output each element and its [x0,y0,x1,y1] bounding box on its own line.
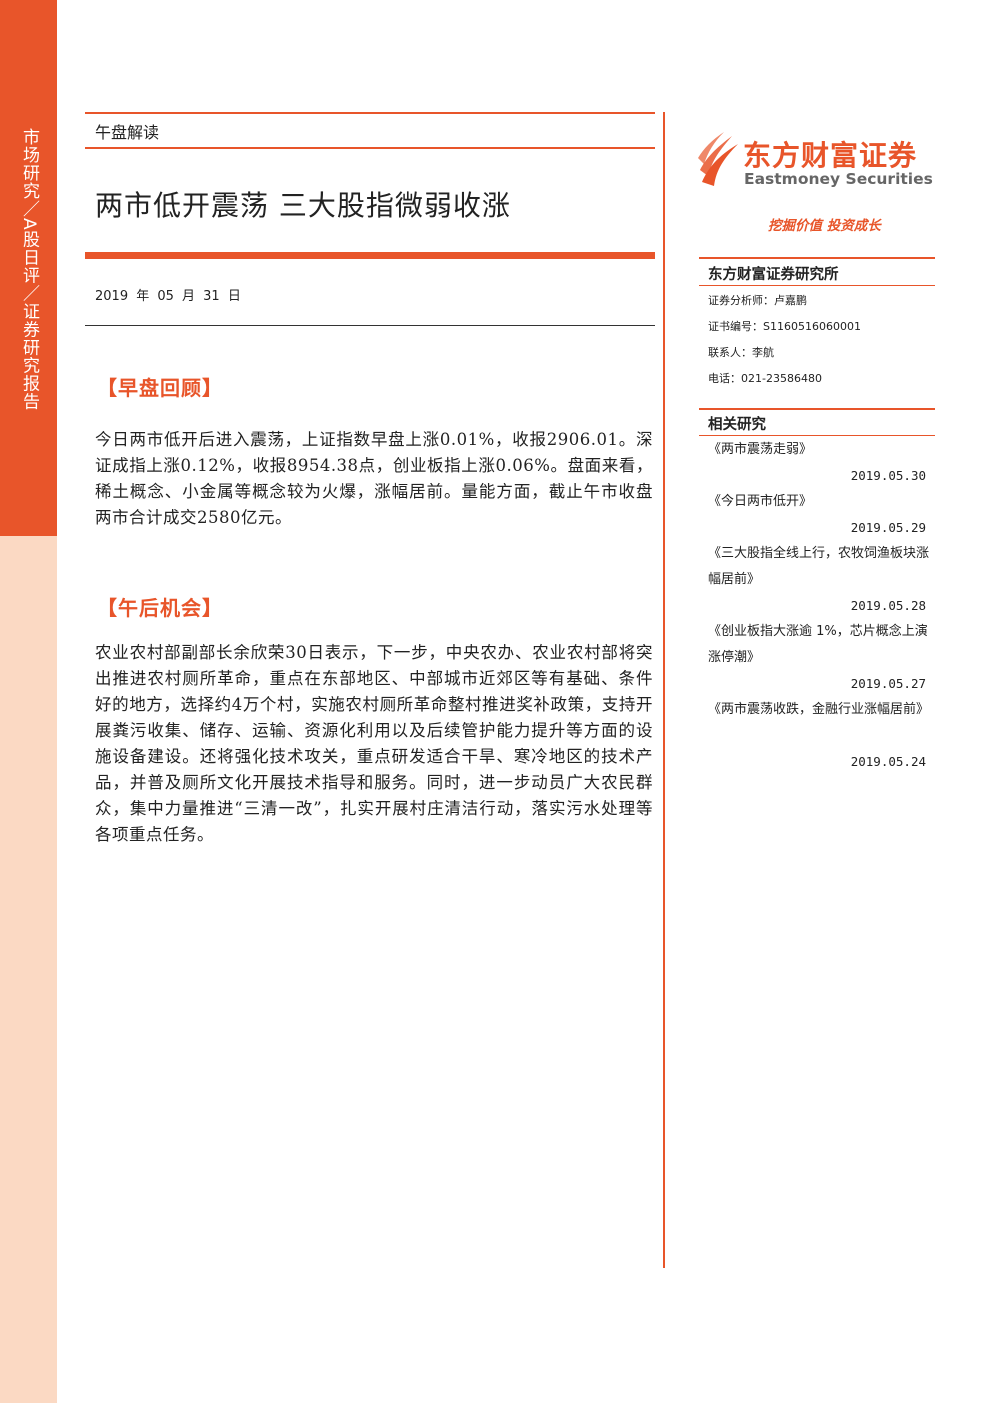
related-top-rule [699,408,935,410]
related-item-title[interactable]: 《今日两市低开》 [708,494,813,509]
related-item-title[interactable]: 《两市震荡走弱》 [708,442,813,457]
related-sub-rule [699,435,935,436]
flame-logo-icon [698,132,738,186]
related-item-date: 2019.05.30 [850,468,926,483]
section-label: 午盘解读 [95,123,160,142]
brand-slogan: 挖掘价值 投资成长 [768,218,881,234]
afternoon-opportunity-heading: 【午后机会】 [97,596,223,620]
sidebar-light-band [0,536,57,1403]
institute-title: 东方财富证券研究所 [708,267,839,283]
morning-review-body: 今日两市低开后进入震荡，上证指数早盘上涨0.01%，收报2906.01。深证成指… [95,430,653,527]
sidebar-accent-band [0,0,57,536]
brand-logo: 东方财富证券 Eastmoney Securities [698,130,938,190]
morning-review-heading: 【早盘回顾】 [97,376,223,400]
brand-name-cn: 东方财富证券 [743,139,918,172]
header-sub-rule [85,147,655,149]
related-item-date: 2019.05.29 [850,520,926,535]
sidebar-category-label: 市场研究／A股日评／证券研究报告 [19,128,39,411]
page-title: 两市低开震荡 三大股指微弱收涨 [95,189,511,222]
related-item-date: 2019.05.24 [850,754,926,769]
institute-sub-rule [699,285,935,286]
date-divider [85,325,655,326]
related-title: 相关研究 [708,417,766,433]
phone-number: 电话：021-23586480 [708,372,822,385]
column-divider [663,112,665,1268]
contact-person: 联系人：李航 [708,346,774,359]
title-thick-rule [85,252,655,259]
related-item-title[interactable]: 《创业板指大涨逾 1%，芯片概念上演涨停潮》 [708,624,928,665]
related-item-title[interactable]: 《两市震荡收跌，金融行业涨幅居前》 [708,702,930,717]
header-top-rule [85,112,655,114]
afternoon-opportunity-body: 农业农村部副部长余欣荣30日表示，下一步，中央农办、农业农村部将突出推进农村厕所… [95,643,653,844]
related-item-date: 2019.05.28 [850,598,926,613]
certificate-number: 证书编号：S1160516060001 [708,320,861,333]
report-date: 2019 年 05 月 31 日 [95,289,241,304]
related-item-title[interactable]: 《三大股指全线上行，农牧饲渔板块涨幅居前》 [708,546,930,587]
related-item-date: 2019.05.27 [850,676,926,691]
analyst-name: 证券分析师：卢嘉鹏 [708,294,807,307]
brand-name-en: Eastmoney Securities [744,170,933,188]
institute-top-rule [699,257,935,259]
